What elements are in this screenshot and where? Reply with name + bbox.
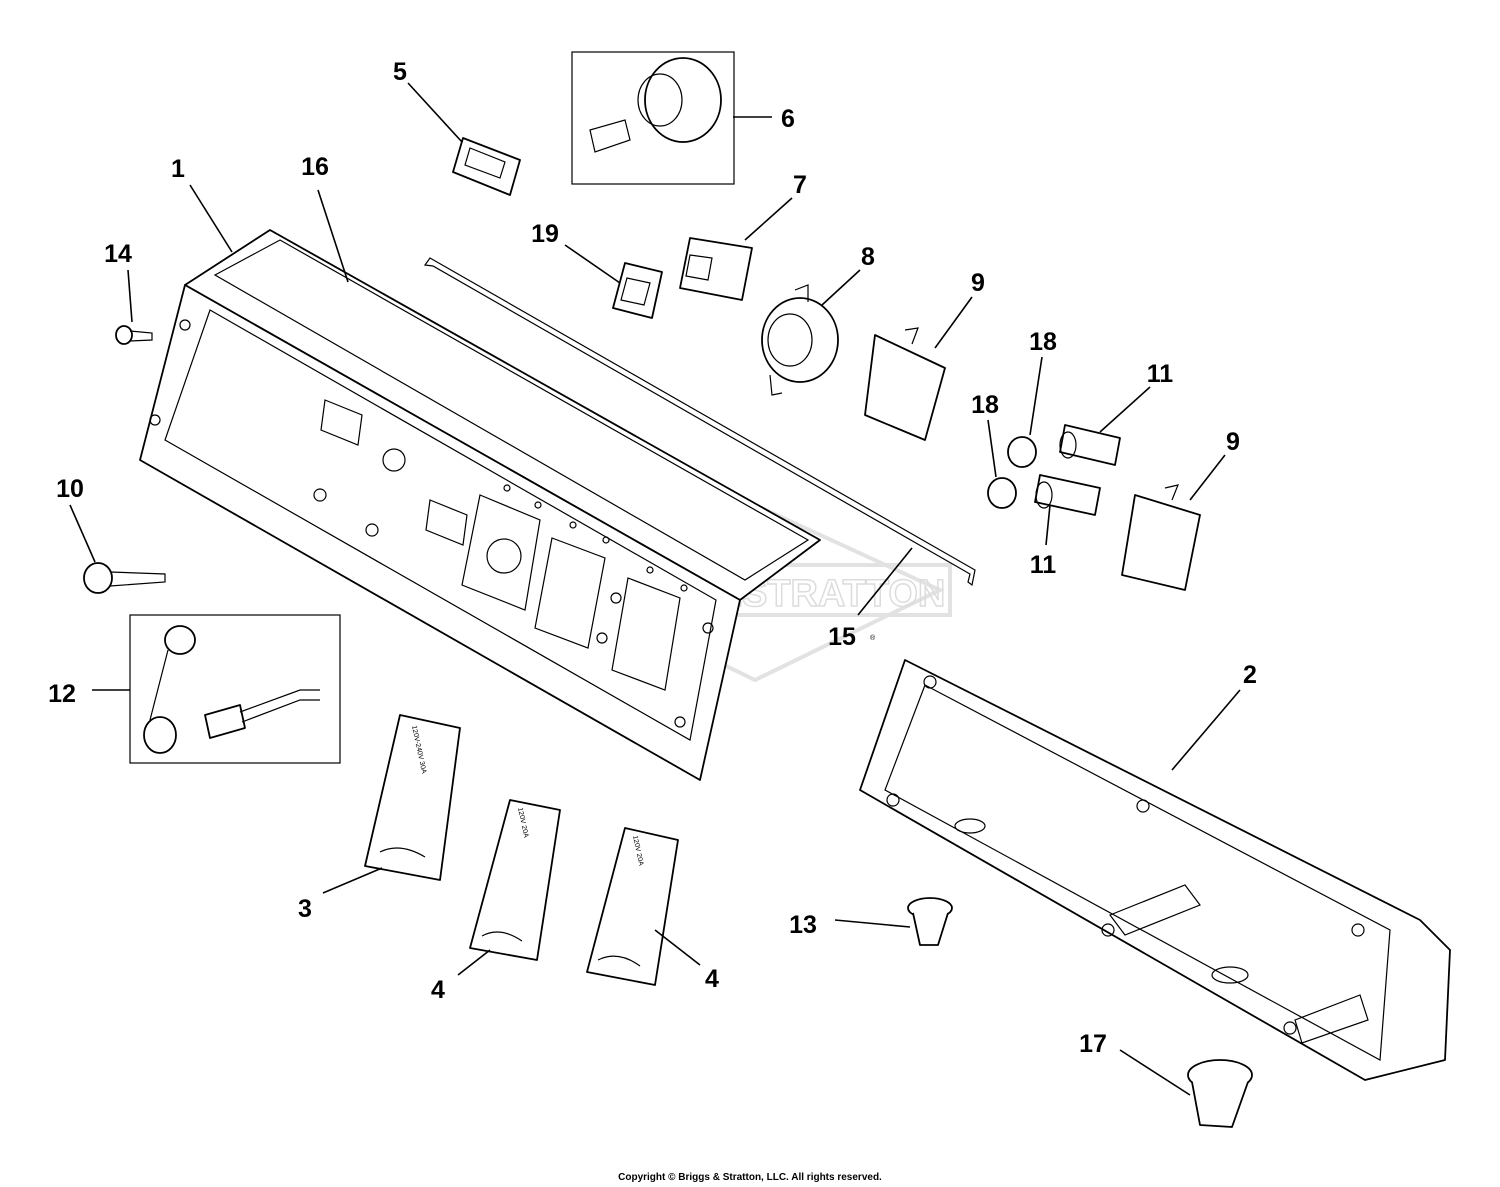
callout-14: 14 — [104, 240, 132, 268]
callout-5: 5 — [393, 58, 407, 86]
control-box-part-2 — [859, 659, 1451, 1081]
outlet-cover-part-3: 120V-240V 30A — [364, 714, 461, 881]
screw-part-14 — [115, 325, 153, 345]
callout-2: 2 — [1243, 661, 1257, 689]
callout-11b: 11 — [1030, 551, 1057, 579]
breaker-cap-part-18b — [987, 477, 1017, 509]
trim-strip-part-15 — [423, 257, 976, 587]
key-switch-part-6 — [571, 51, 735, 185]
switch-part-19 — [612, 262, 663, 319]
callout-labels: 1 2 3 4 4 5 6 7 8 9 9 10 11 11 12 13 14 … — [48, 58, 1257, 1058]
callout-8: 8 — [861, 243, 875, 271]
callout-13: 13 — [789, 911, 817, 939]
callout-16: 16 — [301, 153, 329, 181]
hour-meter-part-5 — [452, 137, 521, 196]
callout-4a: 4 — [431, 976, 445, 1004]
switch-part-7 — [679, 237, 753, 301]
callout-10: 10 — [56, 475, 84, 503]
callout-18a: 18 — [1029, 328, 1057, 356]
outlet-cover-part-4b: 120V 20A — [586, 827, 679, 986]
circuit-breaker-part-11b — [1034, 474, 1101, 516]
leader-lines — [69, 82, 1241, 1096]
callout-6: 6 — [781, 105, 795, 133]
watermark-registered: ® — [870, 634, 876, 642]
duplex-receptacle-part-9b — [1121, 484, 1201, 591]
duplex-receptacle-part-9a — [864, 327, 946, 441]
circuit-breaker-part-11a — [1059, 424, 1121, 466]
copyright-notice: Copyright © Briggs & Stratton, LLC. All … — [618, 1172, 882, 1183]
callout-9a: 9 — [971, 269, 985, 297]
control-panel-part-1 — [139, 229, 821, 781]
breaker-cap-part-18a — [1007, 436, 1037, 468]
callout-1: 1 — [171, 155, 185, 183]
callout-9b: 9 — [1226, 428, 1240, 456]
locking-receptacle-part-8 — [761, 284, 839, 396]
callout-11a: 11 — [1147, 360, 1174, 388]
outlet-cover-part-4a: 120V 20A — [469, 799, 561, 961]
port-assembly-part-12 — [129, 614, 341, 764]
callout-7: 7 — [793, 171, 807, 199]
callout-4b: 4 — [705, 965, 719, 993]
callout-17: 17 — [1079, 1030, 1107, 1058]
fuse-holder-part-10 — [83, 562, 166, 594]
grommet-part-13 — [907, 897, 953, 946]
callout-12: 12 — [48, 680, 76, 708]
callout-18b: 18 — [971, 391, 999, 419]
callout-3: 3 — [298, 895, 312, 923]
callout-19: 19 — [531, 220, 559, 248]
grommet-part-17 — [1187, 1059, 1253, 1128]
callout-15: 15 — [828, 623, 856, 651]
